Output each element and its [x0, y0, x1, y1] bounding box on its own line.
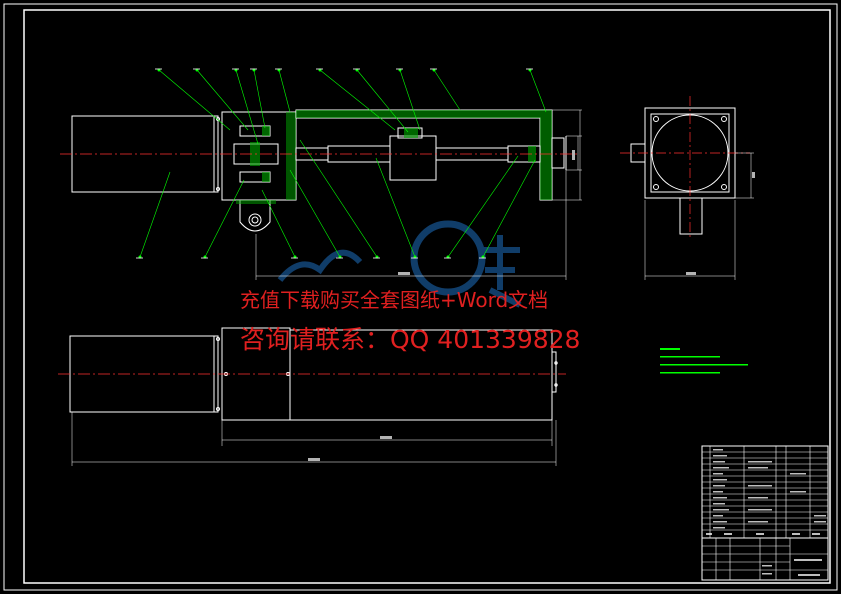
- title-block-text-marks: [706, 449, 826, 576]
- bom-table: [702, 446, 828, 538]
- front-dimensions: [255, 109, 582, 280]
- side-view: [620, 96, 754, 280]
- inner-border: [23, 9, 831, 584]
- watermark-line-2: 咨询请联系：QQ 401339828: [240, 325, 581, 354]
- part-number-tags: [136, 68, 533, 259]
- technical-notes: [660, 348, 748, 374]
- part-leaders-top: [157, 68, 547, 145]
- title-block: [701, 445, 829, 581]
- front-view: [71, 109, 567, 232]
- watermark-line-1: 充值下载购买全套图纸+Word文档: [240, 288, 549, 312]
- title-area: [702, 538, 828, 580]
- outer-border: [3, 3, 838, 591]
- top-view: [58, 150, 755, 466]
- nut-block: [389, 135, 437, 181]
